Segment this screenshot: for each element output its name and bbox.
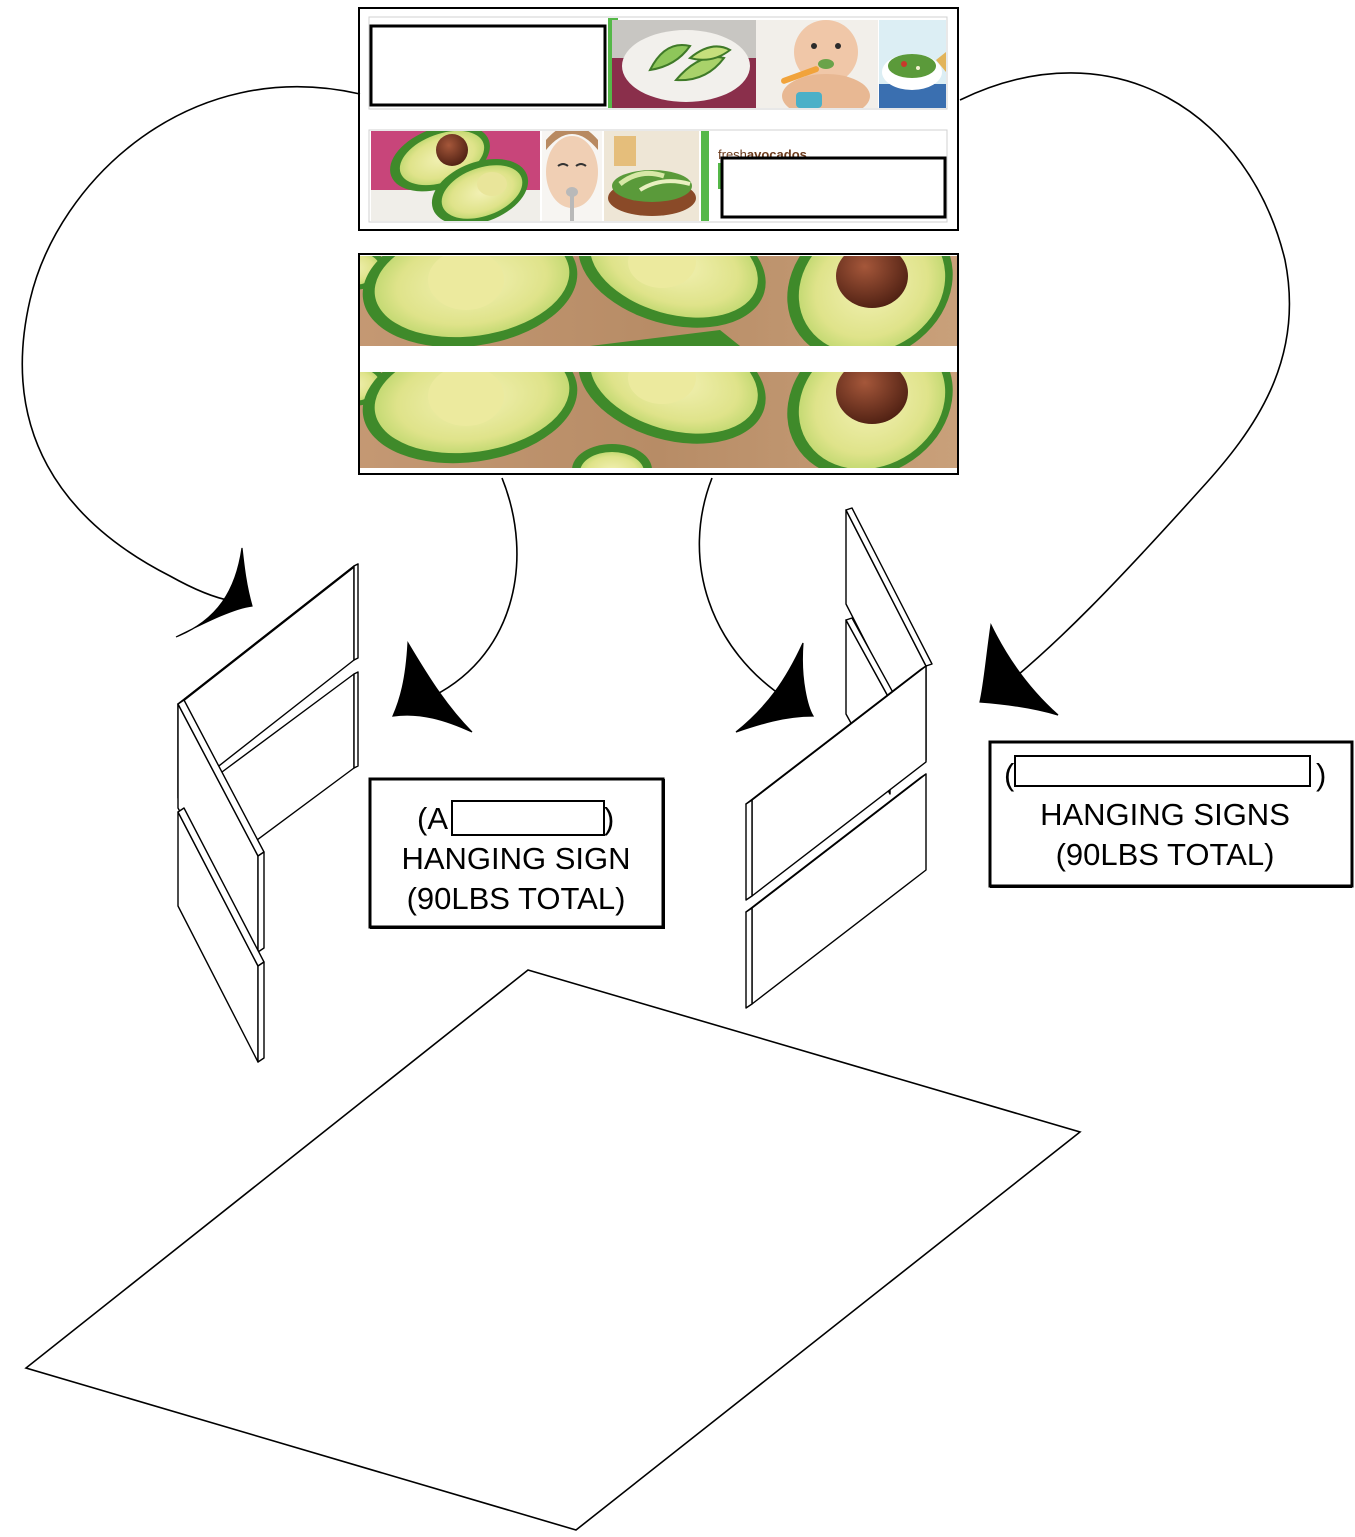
- sign-panel-edge: [258, 962, 264, 1062]
- photo-woman-spoon: [542, 125, 602, 222]
- callout-left: (A ) HANGING SIGN (90LBS TOTAL): [370, 779, 665, 929]
- sign-panel-edge: [746, 908, 752, 1008]
- arrowhead-icon: [176, 548, 252, 637]
- right-hanging-sign: [746, 508, 932, 1008]
- green-accent-bar: [701, 131, 709, 221]
- redacted-box: [1015, 756, 1310, 786]
- arrow-curve-outer-left: [22, 87, 360, 601]
- callout-left-line1-prefix: (A: [417, 801, 448, 836]
- redacted-box: [371, 26, 605, 105]
- callout-right-line1-prefix: (: [1004, 757, 1015, 792]
- callout-left-line3: (90LBS TOTAL): [407, 881, 626, 916]
- floor-plane: [26, 970, 1080, 1530]
- arrowhead-icon: [736, 643, 813, 732]
- callout-right-line1-suffix: ): [1316, 757, 1326, 792]
- redacted-box: [722, 158, 945, 217]
- top-sign-artwork: freshavocados: [359, 8, 958, 237]
- sign-panel-edge: [746, 800, 752, 900]
- photo-guacamole: [879, 18, 946, 110]
- photo-avocado-toast: [604, 131, 699, 221]
- sign-panel-edge: [258, 852, 264, 952]
- left-hanging-sign: [178, 564, 358, 1062]
- redacted-box: [452, 801, 604, 835]
- callout-left-line1-suffix: ): [604, 801, 614, 836]
- sign-panel-edge: [354, 564, 358, 660]
- sign-panel-edge: [354, 672, 358, 768]
- callout-right-line3: (90LBS TOTAL): [1056, 837, 1275, 872]
- arrow-curve-inner-left: [425, 478, 517, 700]
- callout-right: ( ) HANGING SIGNS (90LBS TOTAL): [990, 742, 1352, 888]
- photo-baby: [756, 18, 878, 118]
- arrowhead-icon: [980, 625, 1058, 715]
- arrow-curve-outer-right: [960, 73, 1289, 680]
- arrow-curve-inner-right: [699, 478, 788, 700]
- arrowhead-icon: [393, 643, 472, 732]
- callout-left-line2: HANGING SIGN: [401, 841, 630, 876]
- photo-avocado-plate: [612, 18, 756, 110]
- callout-right-line2: HANGING SIGNS: [1040, 797, 1290, 832]
